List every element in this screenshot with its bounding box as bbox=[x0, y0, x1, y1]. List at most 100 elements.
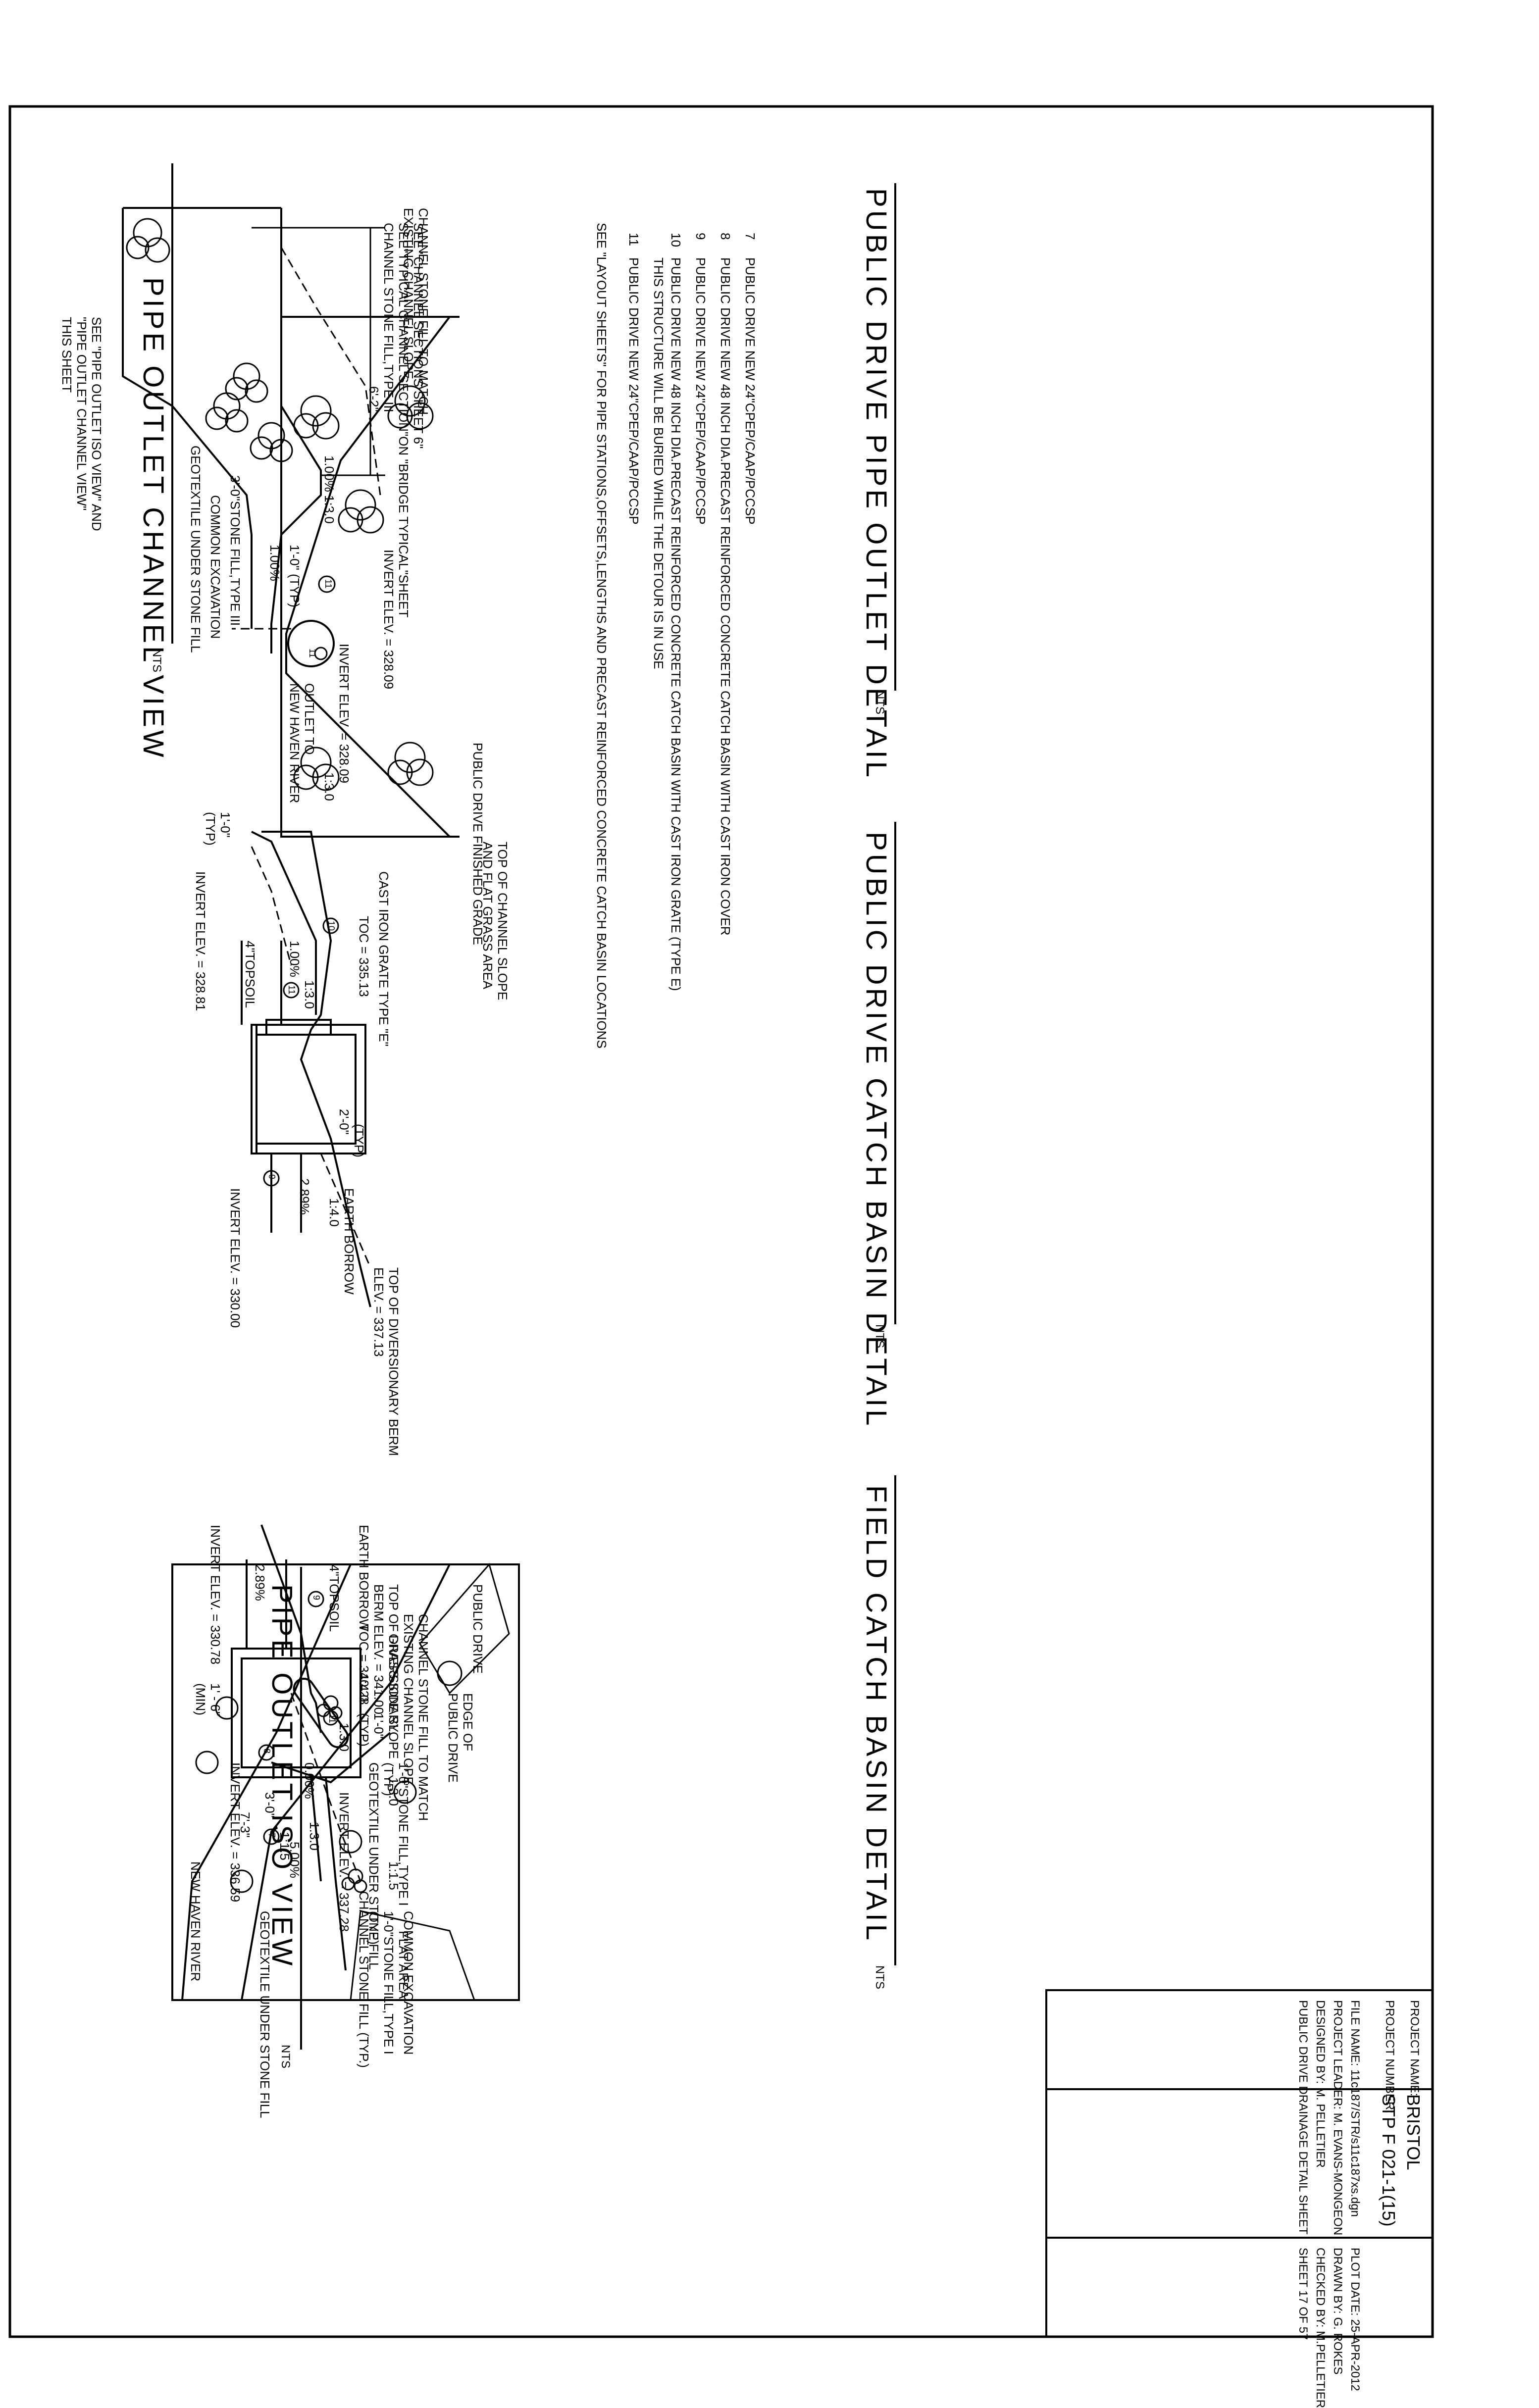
tb-project-name: BRISTOL bbox=[1403, 2094, 1424, 2170]
label-iso-slope-1-5-b: 1:1.5 bbox=[386, 1861, 401, 1890]
label-top-channel-slope: TOP OF CHANNEL SLOPE bbox=[495, 842, 510, 1001]
tag-8-field: 8 bbox=[262, 1749, 272, 1754]
note-10-tag: 10 bbox=[668, 233, 683, 247]
label-iso-slope-1-3-a: 1:3.0 bbox=[337, 1723, 352, 1752]
tb-project-name-label: PROJECT NAME: bbox=[1408, 2000, 1421, 2097]
label-stone-fill-type-i-b: 1'-0"STONE FILL,TYPE I bbox=[381, 1911, 396, 2055]
label-earth-borrow-cb: EARTH BORROW bbox=[342, 1188, 357, 1295]
label-slope-1-3-channel-b: 1:3.0 bbox=[322, 772, 337, 801]
tb-sheet-number: SHEET 17 OF 57 bbox=[1296, 2248, 1310, 2340]
label-cast-iron-grate: CAST IRON GRATE TYPE "E" bbox=[376, 871, 391, 1047]
label-iso-new-haven: NEW HAVEN RIVER bbox=[188, 1861, 203, 1982]
title-block-frame bbox=[1045, 1989, 1434, 2338]
note-7-text: PUBLIC DRIVE NEW 24"CPEP/CAAP/PCCSP bbox=[743, 257, 758, 525]
label-dim-1-6: 1' - 6" bbox=[208, 1683, 223, 1716]
label-berm-elev-341: BERM ELEV. = 341.00 bbox=[371, 1584, 386, 1714]
label-invert-328-81: INVERT ELEV. = 328.81 bbox=[193, 871, 208, 1011]
sheet-border bbox=[8, 105, 1434, 2338]
note-11-text: PUBLIC DRIVE NEW 24"CPEP/CAAP/PCCSP bbox=[626, 257, 641, 525]
label-slope-1pct-a: 1.00% bbox=[322, 455, 337, 492]
label-iso-channel-stone: CHANNEL STONE FILL (TYP.) bbox=[357, 1891, 371, 2068]
note-7-tag: 7 bbox=[743, 233, 758, 240]
label-iso-dim-7-3: 7'-3" bbox=[238, 1812, 253, 1838]
tag-9-cb: 9 bbox=[267, 1174, 277, 1180]
label-iso-stone-match: CHANNEL STONE FILL TO MATCH bbox=[416, 1614, 431, 1821]
note-8-text: PUBLIC DRIVE NEW 48 INCH DIA.PRECAST REI… bbox=[718, 257, 733, 936]
tb-designed-by: DESIGNED BY: M. PELLETIER bbox=[1314, 2000, 1327, 2168]
label-earth-borrow-field: EARTH BORROW bbox=[357, 1525, 371, 1631]
label-slope-1-3-channel-a: 1:3.0 bbox=[322, 495, 337, 524]
label-slope-2-89-cb: 2.89% bbox=[297, 1178, 312, 1215]
label-typ-cb: (TYP) bbox=[203, 812, 218, 846]
label-iso-slope-1-3-b: 1:3.0 bbox=[386, 1777, 401, 1806]
label-geotextile-field-b: GEOTEXTILE UNDER STONE FILL bbox=[257, 1911, 272, 2118]
note-9-tag: 9 bbox=[693, 233, 708, 240]
label-channel-stone-match: CHANNEL STONE FILL TO MATCH bbox=[416, 208, 431, 415]
tag-11-channel: 11 bbox=[308, 649, 317, 658]
label-iso-edge-drive: PUBLIC DRIVE bbox=[446, 1693, 461, 1783]
tag-7-field: 7 bbox=[267, 1833, 277, 1838]
label-iso-existing-slope: EXISTING CHANNEL SLOPE bbox=[401, 1614, 416, 1785]
label-new-haven-river: NEW HAVEN RIVER bbox=[287, 683, 302, 803]
label-dim-2-0: 2'-0" bbox=[337, 1109, 352, 1135]
label-stone-fill-3-0: 3'-0"STONE FILL,TYPE III bbox=[228, 475, 243, 626]
note-11-tag: 11 bbox=[626, 233, 641, 246]
catch-basin-detail-drawing bbox=[241, 831, 371, 1307]
label-iso-public-drive: PUBLIC DRIVE bbox=[470, 1584, 485, 1674]
label-iso-dim-3-0: 3'-0" bbox=[262, 1792, 277, 1818]
label-slope-1-3-field: 1:3.0 bbox=[307, 1822, 322, 1851]
label-typ-field: (TYP) bbox=[357, 1713, 371, 1747]
label-see-iso-1: SEE "PIPE OUTLET ISO VIEW" AND bbox=[89, 317, 104, 531]
label-see-iso-3: THIS SHEET bbox=[59, 317, 74, 393]
nts-catch-basin: NTS bbox=[873, 1324, 886, 1348]
label-iso-edge-of: EDGE OF bbox=[461, 1693, 475, 1752]
label-min: (MIN) bbox=[193, 1683, 208, 1715]
pipe-outlet-detail-drawing bbox=[122, 207, 385, 653]
label-slope-1pct-cb: 1.00% bbox=[287, 941, 302, 977]
label-existing-slope: EXISTING CHANNEL SLOPE bbox=[401, 208, 416, 379]
label-topsoil-cb: 4"TOPSOIL bbox=[243, 941, 257, 1008]
tag-11-cb: 11 bbox=[287, 985, 297, 995]
label-toc-335: TOC = 335.13 bbox=[357, 916, 371, 997]
label-channel-stone-type-iii: CHANNEL STONE FILL,TYPE III bbox=[381, 223, 396, 412]
note-10-text: PUBLIC DRIVE NEW 48 INCH DIA.PRECAST REI… bbox=[668, 257, 683, 991]
note-8-tag: 8 bbox=[718, 233, 733, 240]
label-iso-flat-area: FLAT AREA bbox=[396, 1931, 411, 1999]
label-flat-grass: AND FLAT GRASS AREA bbox=[480, 842, 495, 990]
nts-field: NTS bbox=[873, 1965, 886, 1989]
label-iso-grass-slope: GRASS SIDE SLOPE bbox=[386, 1634, 401, 1759]
tag-11-iso: 11 bbox=[327, 1714, 337, 1723]
nts-iso: NTS bbox=[279, 2045, 292, 2068]
note-10-buried: THIS STRUCTURE WILL BE BURIED WHILE THE … bbox=[651, 257, 666, 669]
title-channel-view: PIPE OUTLET CHANNEL VIEW bbox=[137, 277, 169, 760]
iso-view-drawing bbox=[171, 1562, 520, 2001]
tb-checked-by: CHECKED BY: M.PELLETIER bbox=[1314, 2248, 1327, 2408]
tb-drawn-by: DRAWN BY: G. ROKES bbox=[1331, 2248, 1344, 2375]
label-iso-slope-1-4: 1:4.0 bbox=[357, 1673, 371, 1702]
label-dim-6-2: 6'-2" bbox=[366, 386, 381, 412]
tag-11-outlet: 11 bbox=[323, 579, 333, 589]
tag-10-cb: 10 bbox=[326, 921, 336, 931]
label-diversionary-berm: TOP OF DIVERSIONARY BERM bbox=[386, 1267, 401, 1456]
channel-view-drawing bbox=[280, 316, 460, 838]
label-typ-1-0-field: 1'-0" bbox=[371, 1713, 386, 1739]
label-see-iso-2: "PIPE OUTLET CHANNEL VIEW" bbox=[74, 317, 89, 511]
label-invert-channel: INVERT ELEV. = 328.09 bbox=[337, 644, 352, 784]
tag-9-field: 9 bbox=[311, 1595, 321, 1601]
label-invert-337-28: INVERT ELEV. = 337.28 bbox=[337, 1792, 352, 1932]
tb-sheet-title: PUBLIC DRIVE DRAINAGE DETAIL SHEET bbox=[1296, 2000, 1310, 2235]
label-typ-2-0: (TYP) bbox=[352, 1124, 366, 1157]
label-berm-elev-337: ELEV. = 337.13 bbox=[371, 1267, 386, 1357]
label-slope-1-3-cb: 1:3.0 bbox=[302, 980, 317, 1009]
label-invert-330-78: INVERT ELEV. = 330.78 bbox=[208, 1525, 223, 1665]
nts-channel: NTS bbox=[150, 649, 163, 672]
label-slope-1pct-b: 1.00% bbox=[267, 545, 282, 581]
label-slope-1-4-cb: 1:4.0 bbox=[327, 1198, 342, 1227]
tb-project-number: STP F 021-1(15) bbox=[1379, 2094, 1399, 2227]
label-geotextile: GEOTEXTILE UNDER STONE FILL bbox=[188, 446, 203, 653]
label-iso-pct: 0.00% bbox=[302, 1762, 317, 1799]
label-topsoil-field: 4"TOPSOIL bbox=[327, 1564, 342, 1632]
